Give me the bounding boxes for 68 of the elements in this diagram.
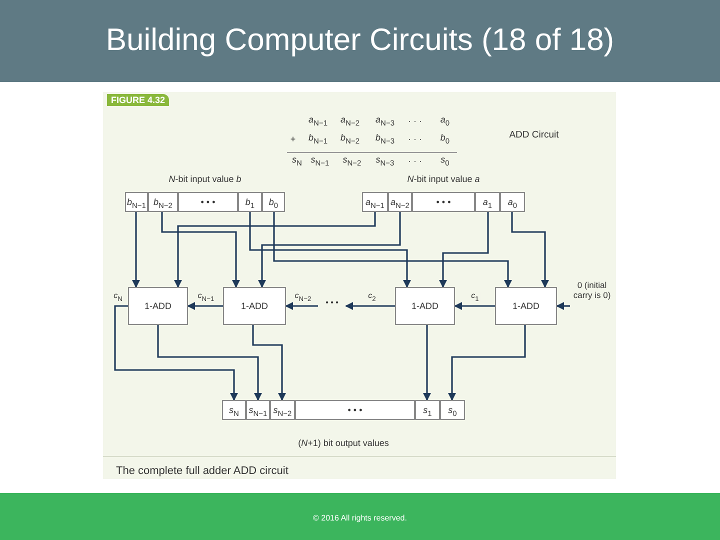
bit-cell: a$_{N−1}$ xyxy=(362,192,388,212)
bit-cell: a$_{N−2}$ xyxy=(388,192,412,212)
equation-term: s$_{N−3}$ xyxy=(376,154,394,168)
wire-arrow xyxy=(439,212,489,288)
wire-arrow xyxy=(273,212,512,288)
wire-arrow xyxy=(157,325,262,401)
edge-label: c$_{N}$ xyxy=(112,291,124,303)
adder-box: 1-ADD xyxy=(128,287,188,325)
equation-term: s$_{0}$ xyxy=(440,154,450,168)
wire-arrow xyxy=(556,302,570,310)
equation-term: b$_{N−3}$ xyxy=(376,132,394,146)
equation-term: a$_{N−1}$ xyxy=(308,114,328,128)
adder-box: 1-ADD xyxy=(395,287,455,325)
equation-term: s$_{N}$ xyxy=(292,154,302,168)
register-label: (N+1) bit output values xyxy=(297,438,390,448)
bit-cell: b$_{N−2}$ xyxy=(148,192,178,212)
wire-arrow xyxy=(161,212,240,288)
bit-cell: b$_{N−1}$ xyxy=(125,192,148,212)
figure-number: FIGURE 4.32 xyxy=(106,94,170,106)
wire-arrow xyxy=(174,212,376,288)
circuit-title: ADD Circuit xyxy=(509,130,559,140)
equation-term: b$_{N−1}$ xyxy=(308,132,328,146)
figure-caption: The complete full adder ADD circuit xyxy=(116,465,288,477)
wire-arrow xyxy=(448,325,526,401)
equation-term: b$_{0}$ xyxy=(440,132,450,146)
wire-arrow xyxy=(187,302,223,310)
wire-arrow xyxy=(252,325,286,401)
bit-cell: b$_{1}$ xyxy=(238,192,262,212)
wire-arrow xyxy=(454,302,495,310)
equation-term: + xyxy=(290,134,296,144)
equation-term: s$_{N−2}$ xyxy=(342,154,362,168)
edge-label: c$_{1}$ xyxy=(470,291,480,303)
equation-term: s$_{N−1}$ xyxy=(310,154,330,168)
wire-arrow xyxy=(345,302,395,310)
bit-cell: b$_{0}$ xyxy=(262,192,285,212)
bit-cell: s$_{N}$ xyxy=(222,400,246,420)
equation-term: · · · xyxy=(408,116,422,126)
bit-cell: • • • xyxy=(295,400,415,420)
register-label: N-bit input value a xyxy=(406,174,481,184)
wire-arrow xyxy=(132,212,140,288)
equation-term: · · · xyxy=(408,156,422,166)
equation-term: b$_{N−2}$ xyxy=(340,132,360,146)
edge-label: c$_{N−1}$ xyxy=(196,291,216,303)
adder-box: 1-ADD xyxy=(223,287,286,325)
bit-cell: s$_{N−2}$ xyxy=(270,400,295,420)
equation-term: a$_{N−2}$ xyxy=(340,114,360,128)
wire-arrow xyxy=(114,305,238,401)
bit-cell: a$_{1}$ xyxy=(475,192,500,212)
equation-term: a$_{N−3}$ xyxy=(376,114,394,128)
equation-term: a$_{0}$ xyxy=(440,114,450,128)
bit-cell: • • • xyxy=(412,192,475,212)
copyright-notice: © 2016 All rights reserved. xyxy=(313,514,407,522)
register-label: N-bit input value b xyxy=(168,174,242,184)
wire-arrow xyxy=(511,212,549,288)
ellipsis: • • • xyxy=(318,298,346,312)
wire-arrow xyxy=(423,325,431,401)
bit-cell: • • • xyxy=(178,192,238,212)
wire-arrow xyxy=(285,302,318,310)
edge-label: c$_{2}$ xyxy=(367,291,377,303)
slide-title: Building Computer Circuits (18 of 18) xyxy=(104,22,616,58)
bit-cell: s$_{N−1}$ xyxy=(246,400,270,420)
carry-in-note: 0 (initial carry is 0) xyxy=(570,280,614,334)
edge-label: c$_{N−2}$ xyxy=(294,291,312,303)
equation-term: · · · xyxy=(408,134,422,144)
bit-cell: s$_{0}$ xyxy=(440,400,465,420)
bit-cell: s$_{1}$ xyxy=(415,400,440,420)
adder-box: 1-ADD xyxy=(495,287,557,325)
bit-cell: a$_{0}$ xyxy=(500,192,525,212)
